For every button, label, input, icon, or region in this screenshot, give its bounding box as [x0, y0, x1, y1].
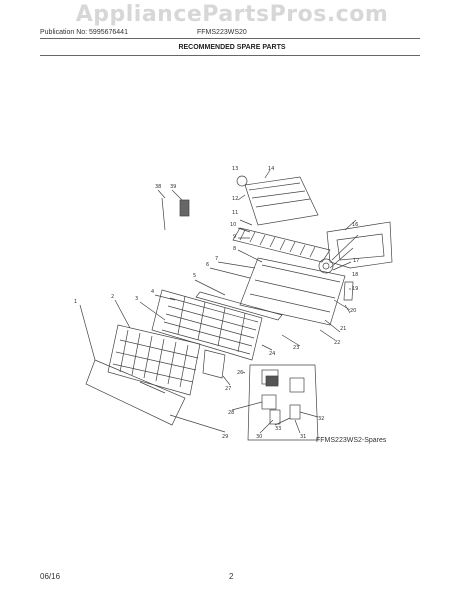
control-box-part — [247, 364, 319, 441]
callout-30: 30 — [256, 434, 262, 440]
callout-17: 17 — [353, 258, 359, 264]
title-rule — [40, 55, 420, 56]
callout-6: 6 — [206, 262, 209, 268]
cross-flow-fan-part — [232, 227, 331, 263]
diagram-caption: FFMS223WS2-Spares — [316, 437, 387, 444]
callout-5: 5 — [193, 273, 196, 279]
callout-9: 9 — [233, 234, 236, 240]
callout-3: 3 — [135, 296, 138, 302]
callout-labels: 1 2 3 4 5 6 7 8 9 10 11 12 13 14 16 17 1… — [74, 166, 359, 440]
callout-2: 2 — [111, 294, 114, 300]
mounting-plate-part — [326, 221, 393, 269]
callout-29: 29 — [222, 434, 228, 440]
callout-13: 13 — [232, 166, 238, 172]
guide-rail-part — [195, 291, 283, 321]
callout-14: 14 — [268, 166, 274, 172]
callout-28: 28 — [228, 410, 234, 416]
fan-motor-part — [318, 258, 334, 274]
callout-38: 38 — [155, 184, 161, 190]
callout-19: 19 — [352, 286, 358, 292]
callout-26: 26 — [237, 370, 243, 376]
callout-10: 10 — [230, 222, 236, 228]
callout-12: 12 — [232, 196, 238, 202]
evaporator-part — [151, 289, 263, 361]
display-board-part — [202, 349, 226, 379]
callout-16: 16 — [352, 222, 358, 228]
footer-date: 06/16 — [40, 572, 61, 581]
remote-control-part — [161, 197, 190, 231]
callout-39: 39 — [170, 184, 176, 190]
callout-1: 1 — [74, 299, 77, 305]
callout-4: 4 — [151, 289, 154, 295]
callout-23: 23 — [293, 345, 299, 351]
chassis-part — [239, 257, 346, 326]
callout-32: 32 — [318, 416, 324, 422]
callout-27: 27 — [225, 386, 231, 392]
top-flap-part — [236, 175, 319, 226]
callout-8: 8 — [233, 246, 236, 252]
watermark-text: AppliancePartsPros.com — [75, 2, 389, 27]
callout-24: 24 — [269, 351, 275, 357]
header-rule — [40, 38, 420, 39]
publication-number: Publication No: 5995676441 — [40, 29, 128, 36]
callout-33: 33 — [275, 426, 281, 432]
drain-parts — [333, 281, 354, 311]
callout-18: 18 — [352, 272, 358, 278]
air-filter-part — [107, 324, 201, 396]
front-panel-part — [85, 359, 186, 426]
callout-7: 7 — [215, 256, 218, 262]
page-number: 2 — [229, 572, 234, 581]
callout-31: 31 — [300, 434, 306, 440]
callout-21: 21 — [340, 326, 346, 332]
page-title: RECOMMENDED SPARE PARTS — [178, 44, 286, 51]
model-number: FFMS223WS20 — [197, 29, 247, 36]
callout-22: 22 — [334, 340, 340, 346]
callout-11: 11 — [232, 210, 238, 216]
callout-20: 20 — [350, 308, 356, 314]
